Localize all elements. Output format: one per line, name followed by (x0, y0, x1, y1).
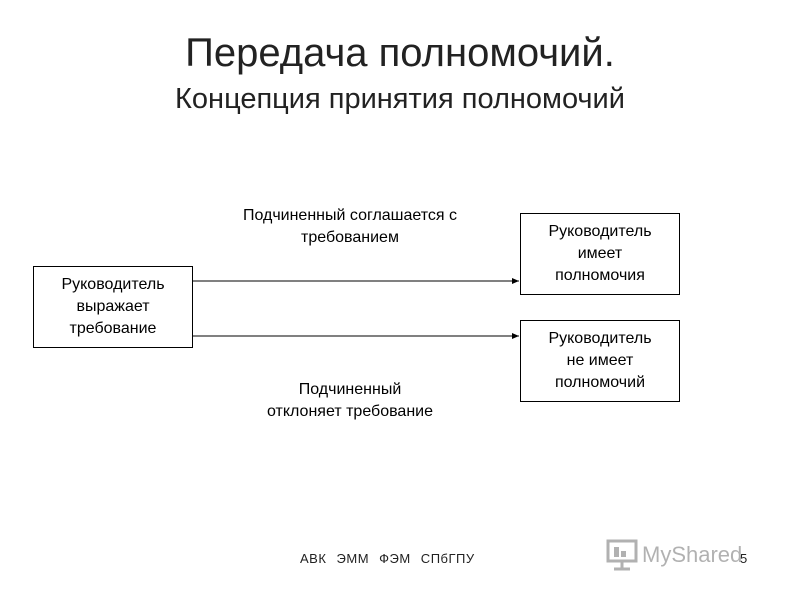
manager-requests-box: Руководитель выражает требование (33, 266, 193, 348)
manager-no-authority-box: Руководитель не имеет полномочий (520, 320, 680, 402)
slide-subtitle: Концепция принятия полномочий (175, 83, 625, 115)
watermark-text: MyShared (642, 542, 742, 567)
footer-text: АВК ЭММ ФЭМ СПбГПУ (300, 551, 475, 566)
presentation-board-icon: MyShared (606, 539, 742, 571)
slide-title: Передача полномочий. (185, 31, 615, 75)
watermark-logo: MyShared (606, 535, 766, 571)
page-number: 5 (740, 551, 748, 566)
manager-has-authority-box: Руководитель имеет полномочия (520, 213, 680, 295)
subordinate-rejects-label: Подчиненный отклоняет требование (266, 381, 433, 420)
subordinate-agrees-label: Подчиненный соглашается с требованием (242, 207, 458, 246)
